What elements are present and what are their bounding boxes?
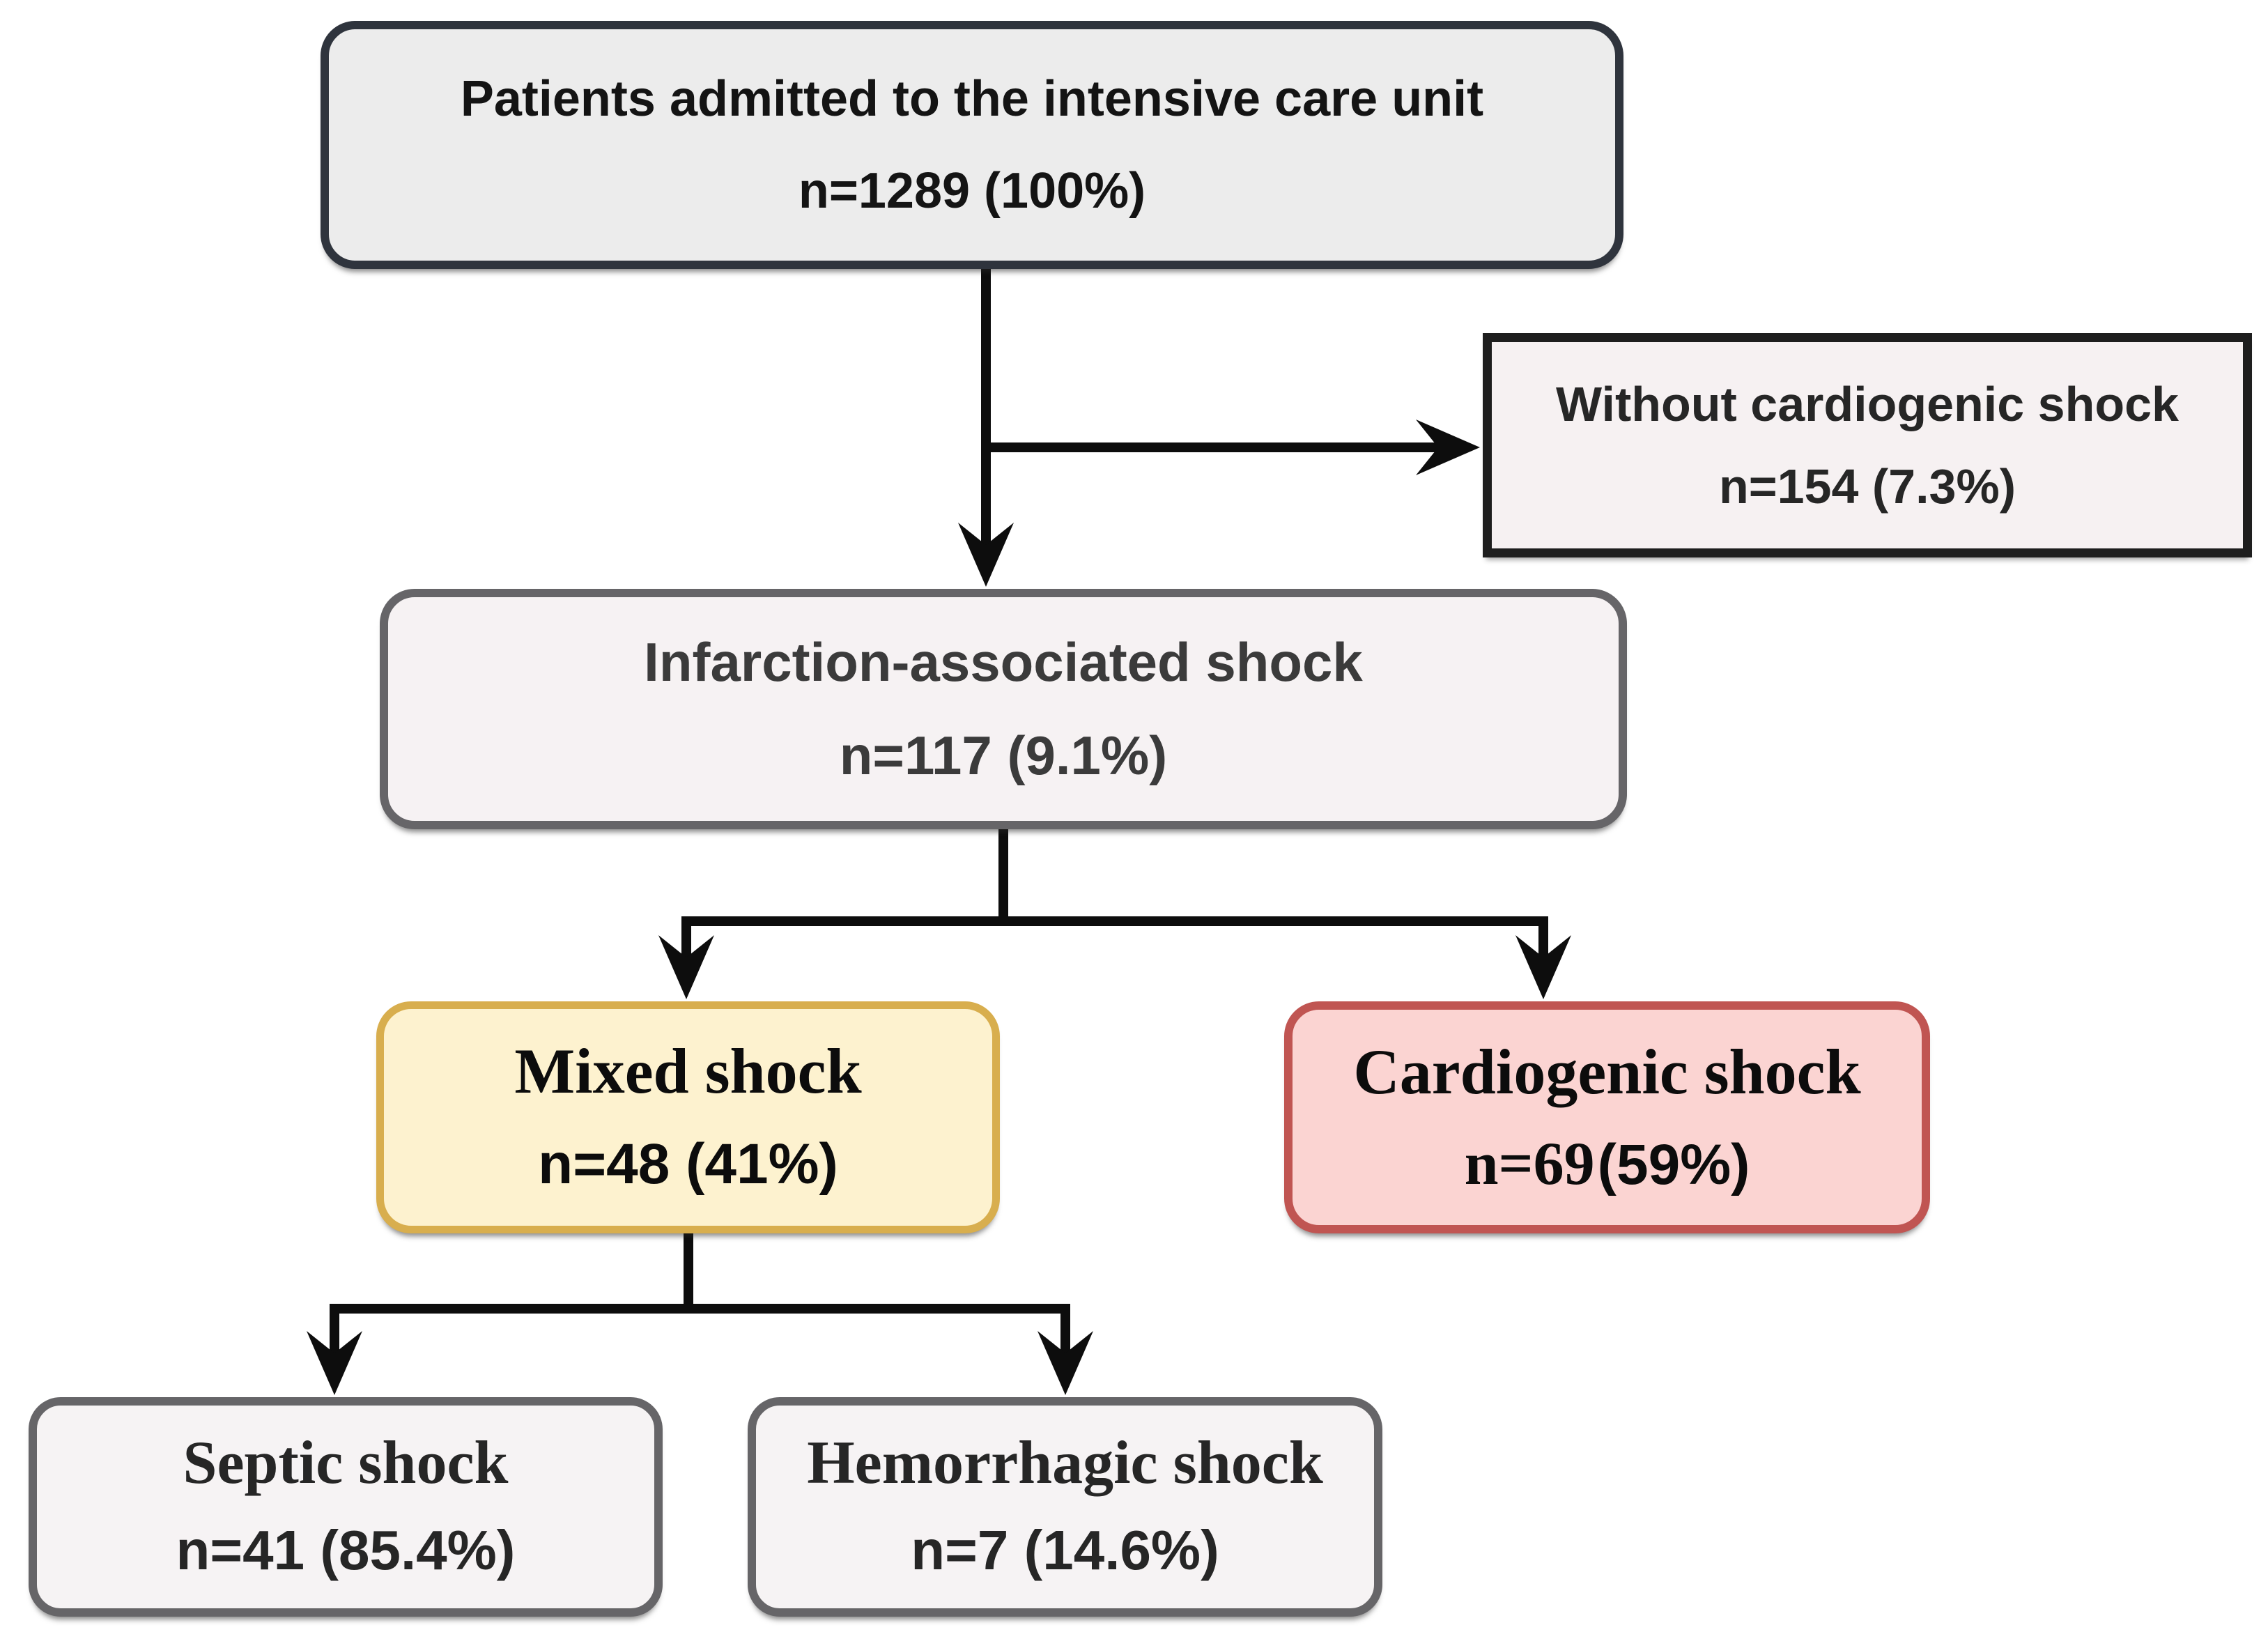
icu-title: Patients admitted to the intensive care … — [460, 70, 1484, 127]
septic-shock-count: n=41 (85.4%) — [176, 1518, 516, 1581]
arrow-to-hemorrhagic-head — [1037, 1331, 1093, 1395]
node-hemorrhagic-shock: Hemorrhagic shock n=7 (14.6%) — [748, 1397, 1382, 1617]
node-cardiogenic-shock: Cardiogenic shock n=69 (59%) — [1284, 1001, 1930, 1233]
without-shock-title: Without cardiogenic shock — [1556, 377, 2179, 431]
hemorrhagic-shock-title: Hemorrhagic shock — [807, 1429, 1323, 1498]
arrow-to-mixed-head — [658, 935, 714, 999]
arrow-to-septic-head — [307, 1331, 362, 1395]
cardiogenic-shock-count: n=69 (59%) — [1464, 1130, 1750, 1199]
arrow-icu-to-infarction-head — [958, 523, 1014, 587]
cardiogenic-count-pct: (59%) — [1597, 1132, 1750, 1196]
mixed-shock-title: Mixed shock — [514, 1035, 862, 1107]
node-septic-shock: Septic shock n=41 (85.4%) — [29, 1397, 663, 1617]
infarction-count: n=117 (9.1%) — [839, 724, 1168, 786]
arrow-to-cardiogenic-head — [1515, 935, 1571, 999]
node-icu-patients: Patients admitted to the intensive care … — [321, 21, 1623, 269]
node-mixed-shock: Mixed shock n=48 (41%) — [376, 1001, 1000, 1233]
icu-count: n=1289 (100%) — [798, 163, 1146, 219]
without-shock-count: n=154 (7.3%) — [1718, 459, 2016, 514]
hemorrhagic-shock-count: n=7 (14.6%) — [911, 1518, 1219, 1581]
infarction-title: Infarction-associated shock — [644, 631, 1363, 693]
cardiogenic-count-n: n=69 — [1464, 1130, 1595, 1198]
node-infarction-associated-shock: Infarction-associated shock n=117 (9.1%) — [380, 589, 1627, 829]
mixed-shock-count: n=48 (41%) — [538, 1132, 838, 1196]
cardiogenic-shock-title: Cardiogenic shock — [1353, 1036, 1861, 1107]
septic-shock-title: Septic shock — [183, 1429, 509, 1498]
arrow-to-without-shock-head — [1416, 419, 1480, 475]
node-without-cardiogenic-shock: Without cardiogenic shock n=154 (7.3%) — [1483, 333, 2252, 557]
